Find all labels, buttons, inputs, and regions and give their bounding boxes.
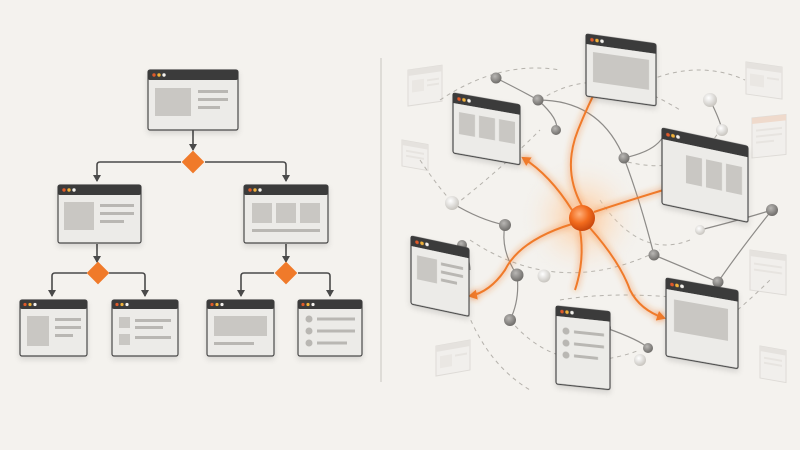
window-leaf-2	[111, 299, 179, 357]
node-gray	[643, 343, 653, 353]
network-nodes	[445, 72, 778, 366]
network-window-upper-right	[661, 127, 749, 223]
node-gray	[618, 152, 630, 164]
window-leaf-4	[297, 299, 363, 357]
node-light	[634, 354, 646, 366]
connector-decision-left-to-leaf-2	[109, 272, 149, 297]
faded-window	[407, 64, 443, 107]
connector-decision-right-to-leaf-3	[237, 272, 274, 297]
faded-window	[745, 61, 783, 100]
node-gray	[510, 268, 524, 282]
network-window-lower-right	[665, 277, 739, 369]
flow-to-upper-left-window	[521, 156, 573, 211]
node-light	[716, 124, 728, 136]
network-window-bottom	[555, 305, 611, 391]
node-light	[695, 225, 705, 235]
central-hub-node	[569, 205, 595, 231]
network-window-mid-left	[410, 235, 470, 317]
flow-to-bottom-window	[574, 229, 583, 291]
faded-windows	[401, 61, 787, 384]
decision-node-top	[181, 150, 205, 174]
node-light	[537, 269, 551, 283]
faded-window	[759, 345, 787, 384]
faded-window	[749, 249, 787, 296]
faded-window	[401, 139, 429, 172]
flow-to-lower-right-window	[589, 227, 666, 321]
connector-decision-right-to-leaf-4	[298, 272, 334, 297]
network-window-upper-left	[452, 92, 521, 166]
window-leaf-3	[206, 299, 275, 357]
node-gray	[648, 249, 660, 261]
left-panel-hierarchy	[19, 69, 363, 357]
connector-decision-left-to-leaf-1	[48, 272, 87, 297]
tree-connectors	[48, 130, 334, 297]
flow-to-mid-left-window	[468, 223, 573, 300]
connector-decision-to-mid-left	[93, 161, 181, 182]
network-window-top	[585, 33, 657, 107]
node-gray	[551, 125, 561, 135]
window-mid-left	[57, 184, 142, 244]
faded-window	[751, 113, 787, 159]
faded-window	[435, 339, 471, 377]
decision-node-right	[274, 261, 298, 285]
flow-to-top-window	[569, 80, 602, 207]
window-leaf-1	[19, 299, 88, 357]
node-light	[445, 196, 459, 210]
node-light	[703, 93, 717, 107]
node-gray	[490, 72, 502, 84]
node-gray	[766, 204, 778, 216]
decision-node-left	[86, 261, 110, 285]
node-gray	[712, 276, 724, 288]
node-gray	[499, 219, 511, 231]
window-root	[147, 69, 239, 131]
right-panel-network	[401, 33, 787, 391]
connector-decision-to-mid-right	[205, 161, 290, 182]
node-gray	[504, 314, 516, 326]
window-mid-right	[243, 184, 329, 244]
node-gray	[532, 94, 544, 106]
